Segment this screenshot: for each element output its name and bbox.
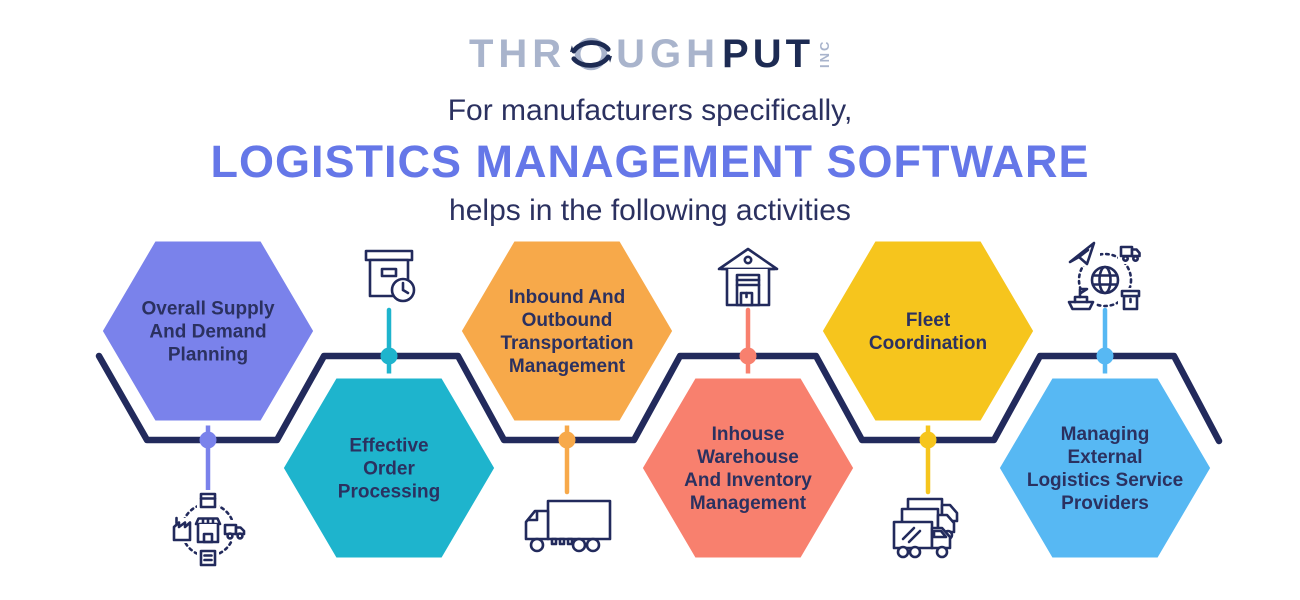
connector-dot [1096, 347, 1114, 365]
box-clock-icon [364, 249, 416, 303]
headline-main: LOGISTICS MANAGEMENT SOFTWARE [210, 136, 1090, 187]
supply-chain-icon [170, 490, 246, 567]
connector-dot [199, 431, 217, 449]
throughput-logo: THR UGH PUT INC [0, 30, 1300, 78]
headline-sub: helps in the following activities [449, 194, 851, 227]
connector-dot [739, 347, 757, 365]
warehouse-icon [717, 247, 779, 307]
hexagon-activity [97, 236, 319, 426]
connector-dot [380, 347, 398, 365]
globe-swirl-icon [570, 37, 613, 71]
headline-intro: For manufacturers specifically, [447, 94, 853, 127]
logo-text-ugh: UGH [616, 32, 721, 76]
connector-dot [919, 431, 937, 449]
global-logistics-icon [1066, 238, 1144, 314]
logo-text-through: THR [468, 32, 567, 76]
fleet-trucks-icon [892, 497, 959, 559]
header: THR UGH PUT INC For manufacturers specif… [0, 0, 1300, 228]
hexagon-activity [994, 373, 1216, 563]
connector-dot [558, 431, 576, 449]
hexagon-activity [456, 236, 678, 426]
zigzag-connector-line [95, 352, 1223, 445]
logo-text-inc: INC [817, 39, 833, 69]
hexagon-activity [817, 236, 1039, 426]
logo-text-put: PUT [722, 32, 815, 76]
hexagon-activity [637, 373, 859, 563]
truck-icon [524, 499, 612, 553]
hexagon-activity [278, 373, 500, 563]
